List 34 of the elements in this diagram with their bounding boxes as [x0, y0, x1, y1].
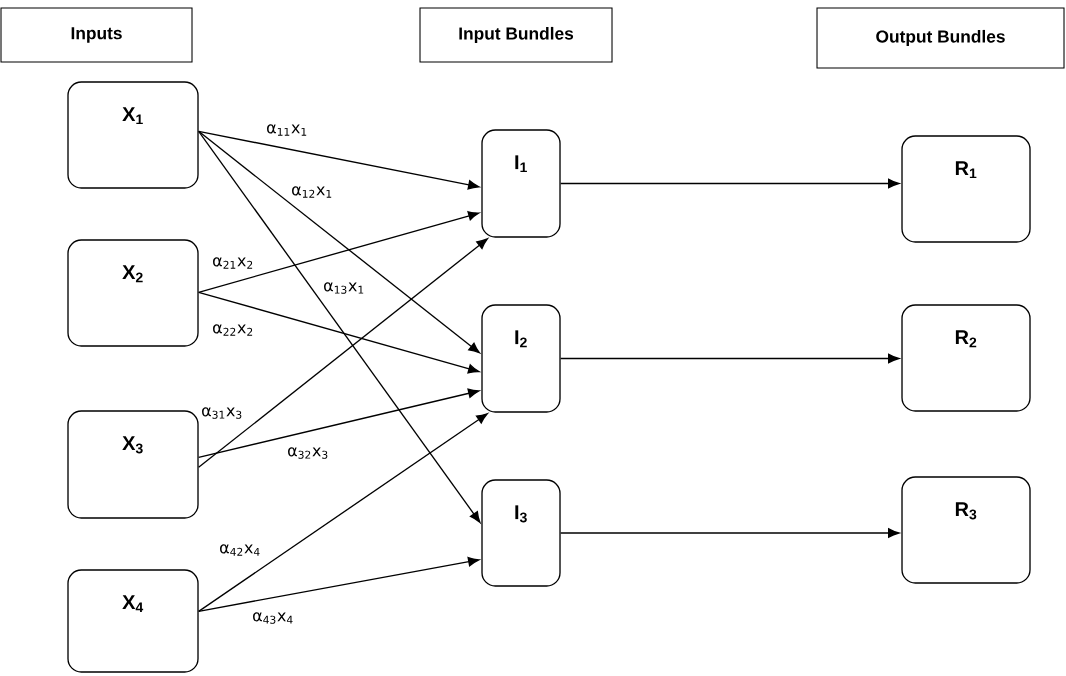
node-box: X$_{1}$	[67, 81, 199, 189]
arrow	[198, 556, 480, 612]
edge-label: α$_{31}$x$_{3}$	[199, 405, 245, 421]
edge-label: α$_{12}$x$_{1}$	[289, 185, 335, 199]
node-box: R$_{3}$	[901, 476, 1031, 584]
edge-label: α$_{22}$x$_{2}$	[210, 323, 256, 337]
arrow	[198, 130, 480, 354]
arrow	[198, 388, 480, 458]
edge-label: α$_{11}$x$_{1}$	[264, 123, 310, 137]
edge-label: α$_{21}$x$_{2}$	[210, 256, 256, 270]
node-box: I$_{3}$	[481, 479, 561, 587]
arrow	[198, 413, 488, 612]
node-box: X$_{2}$	[67, 239, 199, 347]
arrow	[198, 211, 480, 293]
arrow	[198, 291, 480, 374]
node-box: X$_{4}$	[67, 569, 199, 673]
node-box: I$_{2}$	[481, 304, 561, 413]
arrow	[198, 130, 480, 190]
edge-label: α$_{43}$x$_{4}$	[250, 610, 296, 626]
node-box: R$_{2}$	[901, 304, 1031, 412]
node-box: X$_{3}$	[67, 410, 199, 519]
header-box: Input Bundles	[419, 7, 613, 63]
arrow	[560, 528, 900, 538]
edge-label: α$_{32}$x$_{3}$	[285, 445, 331, 461]
arrow	[198, 238, 488, 468]
node-box: I$_{1}$	[481, 129, 561, 238]
arrow	[560, 178, 900, 189]
arrow	[198, 130, 481, 523]
edge-label: α$_{13}$x$_{1}$	[321, 280, 367, 296]
arrow	[560, 353, 900, 364]
header-box: Output Bundles	[816, 7, 1065, 69]
header-box: Inputs	[0, 7, 193, 63]
edge-label: α$_{42}$x$_{4}$	[217, 543, 263, 557]
node-box: R$_{1}$	[901, 135, 1031, 243]
